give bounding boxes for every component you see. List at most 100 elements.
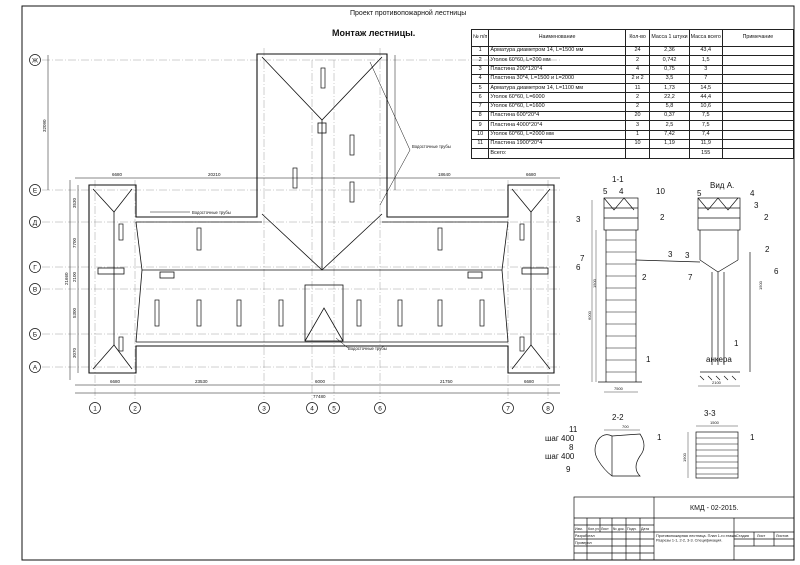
grid-col-label: 2 [133, 405, 137, 412]
tb-sheet: Лист [757, 534, 766, 538]
spec-cell-num [470, 148, 490, 159]
callout-2-2-8: 8 [569, 443, 574, 452]
dim-left-5: 3530 [72, 197, 77, 208]
dim-bottom-2: 23530 [195, 379, 208, 384]
vent-box [467, 271, 483, 279]
callout-1-1-3b: 3 [668, 250, 673, 259]
spec-row: Всего:155 [470, 148, 795, 159]
grid-row-bubble [29, 261, 41, 273]
view-a [697, 197, 751, 387]
grid-row-label: А [33, 364, 38, 371]
dim-bottom-3: 6000 [315, 379, 326, 384]
grid-col-bubble [542, 402, 554, 414]
specification-table: № п/п Наименование Кол-во Масса 1 штуки … [470, 29, 795, 159]
dim-1-1-b: 6000 [587, 310, 592, 320]
dim-a-height: 1500 [758, 280, 763, 290]
callout-a-2b: 2 [765, 245, 770, 254]
grid-col-label: 3 [262, 405, 266, 412]
dim-left-height: 21660 [64, 272, 69, 285]
callout-2-2-9: 9 [566, 465, 571, 474]
grid-row-label: Е [33, 187, 38, 194]
callout-1-1-2a: 2 [660, 213, 665, 222]
dim-top-left: 6680 [112, 172, 123, 177]
title-block-texts: КМД - 02-2015. Противопожарная лестница.… [575, 505, 788, 545]
grid-col-bubble [258, 402, 270, 414]
label-drain-pipes-2: Водосточные трубы [192, 210, 231, 215]
dim-left-2: 5300 [72, 307, 77, 318]
grid-row-bubble [29, 184, 41, 196]
tb-col-izm: Изм. [575, 527, 583, 531]
callout-1-1-1: 1 [646, 355, 651, 364]
tb-col-list: Лист [601, 527, 609, 531]
view-a-anchor-label: анкера [706, 355, 732, 364]
grid-col-bubble [328, 402, 340, 414]
grid-col-bubble [374, 402, 386, 414]
plan-labels: Водосточные трубы Водосточные трубы Водо… [192, 144, 451, 351]
grid-col-bubble [129, 402, 141, 414]
view-a-texts: Вид А. 5 4 3 2 2 3 7 6 1 анкера 2100 150… [685, 181, 779, 385]
callout-a-4: 4 [750, 189, 755, 198]
tb-col-kol: Кол.уч [588, 527, 599, 531]
tb-sheets: Листов [776, 534, 788, 538]
entrance-roof [304, 307, 344, 342]
grid-col-label: 8 [546, 405, 550, 412]
grid-row-label: Г [33, 264, 37, 271]
grid-col-bubble [89, 402, 101, 414]
spec-cell-mass-total: 155 [688, 148, 723, 159]
dim-1-1-a: 1500 [592, 278, 597, 288]
roof-hips-main [135, 221, 509, 343]
dim-3-3-width: 1500 [710, 420, 720, 425]
grid-row-bubble [29, 54, 41, 66]
grid-col-label: 5 [332, 405, 336, 412]
dim-left-4: 7700 [72, 237, 77, 248]
tb-role-checker: Проверил [575, 541, 592, 545]
title-block [573, 496, 795, 561]
callout-a-3a: 3 [754, 201, 759, 210]
section-1-1 [591, 197, 701, 393]
grid-row-label: Б [33, 331, 37, 338]
grid-row-bubble [29, 216, 41, 228]
dim-top-mid-right: 18640 [438, 172, 451, 177]
view-a-title: Вид А. [710, 181, 734, 190]
label-drain-pipes-3: Водосточные трубы [348, 346, 387, 351]
dim-top-mid-left: 20210 [208, 172, 221, 177]
callout-1-1-5: 5 [603, 187, 608, 196]
callout-2-2-11: 11 [569, 425, 578, 434]
roof-plan [42, 48, 560, 400]
grid-row-bubble [29, 328, 41, 340]
callout-1-1-4: 4 [619, 187, 624, 196]
callout-1-1-7: 7 [580, 254, 585, 263]
grid-row-bubble [29, 283, 41, 295]
mount-title: Монтаж лестницы. [332, 28, 416, 38]
grid-col-label: 1 [93, 405, 97, 412]
section-3-3 [687, 425, 739, 479]
spec-header-row: № п/п Наименование Кол-во Масса 1 штуки … [470, 29, 795, 47]
section-3-3-title: 3-3 [704, 409, 716, 418]
callout-1-1-6: 6 [576, 263, 581, 272]
dim-3-3-height: 1900 [682, 452, 687, 462]
callout-2-2-step-a: шаг 400 [545, 434, 575, 443]
dim-1-1-c: 7500 [614, 386, 624, 391]
drawing-code: КМД - 02-2015. [690, 505, 739, 512]
section-2-2-title: 2-2 [612, 413, 624, 422]
drawing-description: Противопожарная лестница. План 1-го этаж… [656, 534, 738, 543]
callout-a-5: 5 [697, 189, 702, 198]
grid-row-label: Д [33, 219, 38, 226]
dimension-texts: 6680 20210 18640 6680 6680 23530 6000 21… [42, 119, 537, 399]
vent-box [317, 122, 327, 134]
callout-a-2a: 2 [764, 213, 769, 222]
dim-bottom-4: 21750 [440, 379, 453, 384]
callout-a-7: 7 [688, 273, 693, 282]
vent-box [97, 267, 125, 275]
callout-2-2-1: 1 [657, 433, 662, 442]
callout-a-6: 6 [774, 267, 779, 276]
callout-1-1-3a: 3 [576, 215, 581, 224]
vent-box [521, 267, 549, 275]
tb-col-ndoc: № док. [613, 527, 625, 531]
sheet-frame [21, 5, 795, 561]
grid-row-bubble [29, 361, 41, 373]
grid-col-bubble [502, 402, 514, 414]
